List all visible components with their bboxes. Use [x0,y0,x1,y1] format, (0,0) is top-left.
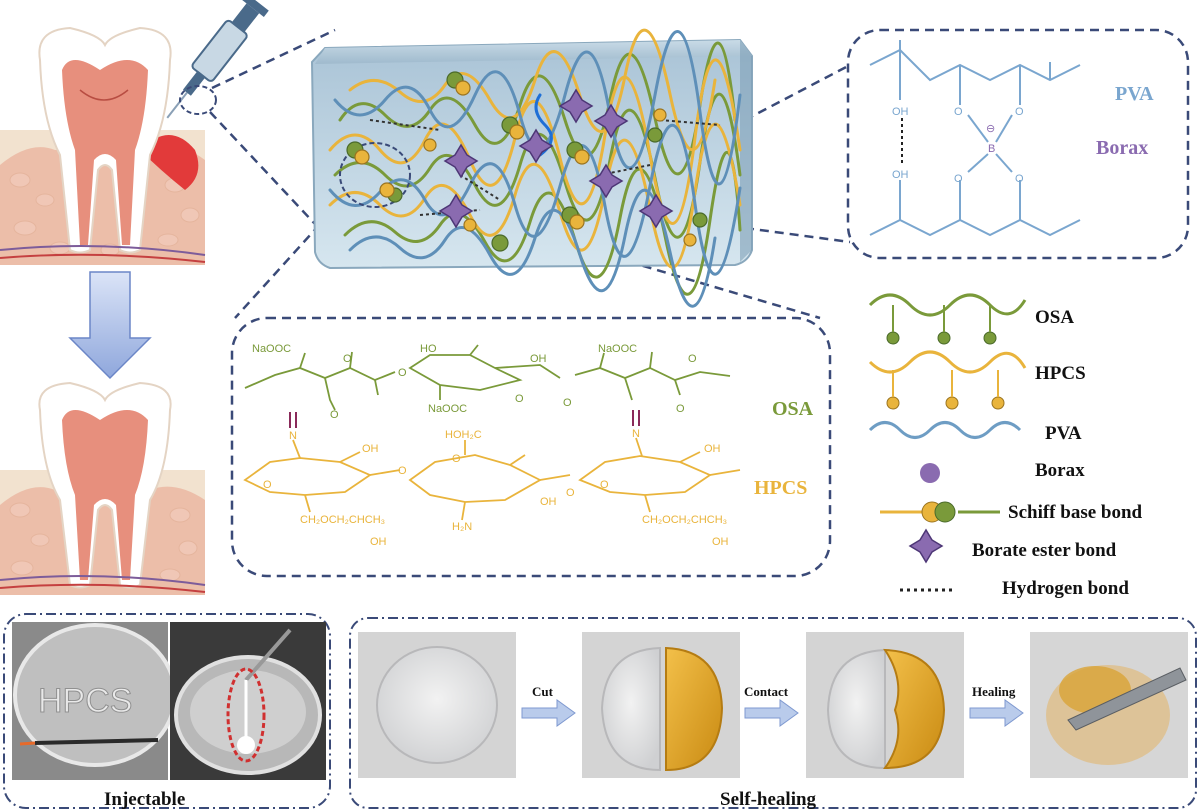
borate-o-tl: O [954,106,963,118]
hpcs-oh-1: OH [362,443,379,455]
hpcs-h2n: H₂N [452,521,472,533]
legend-item-borate-ester: Borate ester bond [908,528,1117,564]
hpcs-substituent-1: CH₂OCH₂CHCH₃ [300,514,385,526]
legend-osa-label: OSA [1035,307,1074,328]
transition-arrow [68,271,152,380]
self-healing-panel: Cut Contact Healing Self-healing [349,617,1197,810]
osa-o-link-1: O [398,367,407,379]
hpcs-oh-3: OH [704,443,721,455]
hpcs-o-link-1: O [398,465,407,477]
hpcs-structure-label: HPCS [754,477,807,499]
hpcs-sub-oh-1: OH [370,536,387,548]
injectable-caption: Injectable [104,789,185,810]
healing-arrow-label: Healing [972,684,1016,699]
legend-item-schiff-base: Schiff base bond [880,501,1143,523]
osa-structure-label: OSA [772,398,814,420]
osa-oh: OH [530,353,547,365]
pva-label: PVA [1115,83,1154,105]
boron-charge: ⊖ [986,123,995,135]
pva-oh-bottom: OH [892,169,909,181]
legend-item-hpcs: HPCS [868,350,1086,410]
osa-o-aldehyde-2: O [676,403,685,415]
osa-naooc-2: NaOOC [428,403,467,415]
boron-atom: B [988,143,995,155]
legend-item-hydrogen: Hydrogen bond [900,578,1129,599]
pva-oh-top: OH [892,106,909,118]
zoom-circle [179,85,217,115]
osa-naooc-1: NaOOC [252,343,291,355]
syringe-icon [166,0,269,119]
legend-borate-label: Borate ester bond [972,540,1117,561]
osa-o-link-2: O [563,397,572,409]
osa-ho: HO [420,343,437,355]
injectable-panel: HPCS Injectable [3,613,331,810]
osa-naooc-3: NaOOC [598,343,637,355]
hpcs-substituent-2: CH₂OCH₂CHCH₃ [642,514,727,526]
legend-borax-label: Borax [1035,460,1085,481]
legend-item-osa: OSA [868,293,1074,345]
tooth-healed-illustration [0,381,206,595]
legend-hydrogen-label: Hydrogen bond [1002,578,1129,599]
osa-o-aldehyde-1: O [330,409,339,421]
borate-o-br: O [1015,173,1024,185]
legend-schiff-label: Schiff base bond [1008,502,1143,523]
hydrogel-network-box [310,28,753,308]
cut-arrow-label: Cut [532,684,554,699]
legend: OSA HPCS PVA Borax Schiff base bond Bora… [868,293,1143,599]
hpcs-sub-oh-2: OH [712,536,729,548]
osa-o-ring-1: O [343,353,352,365]
borax-label: Borax [1096,137,1148,159]
tooth-inflamed-illustration [0,26,206,265]
osa-o-ring-3: O [688,353,697,365]
legend-pva-label: PVA [1045,423,1082,444]
hpcs-oh-2: OH [540,496,557,508]
legend-item-pva: PVA [868,421,1082,444]
hpcs-o-link-2: O [566,487,575,499]
self-healing-caption: Self-healing [720,789,817,810]
legend-hpcs-label: HPCS [1035,363,1086,384]
borate-o-tr: O [1015,106,1024,118]
hpcs-o-ring-2: O [452,453,461,465]
dish-hpcs-text: HPCS [38,682,132,720]
hpcs-hoh2c: HOH₂C [445,429,482,441]
schiff-n-1: N [289,430,297,442]
hpcs-o-ring-3: O [600,479,609,491]
osa-hpcs-structure-panel: NaOOC NaOOC NaOOC HO OH O O O O O O O N … [230,316,832,578]
borate-o-bl: O [954,173,963,185]
legend-item-borax: Borax [920,460,1085,483]
schiff-n-2: N [632,428,640,440]
hpcs-o-ring-1: O [263,479,272,491]
pva-borax-structure-panel: OH OH O O O O B ⊖ PVA Borax [846,28,1190,260]
contact-arrow-label: Contact [744,684,789,699]
osa-o-ring-2: O [515,393,524,405]
